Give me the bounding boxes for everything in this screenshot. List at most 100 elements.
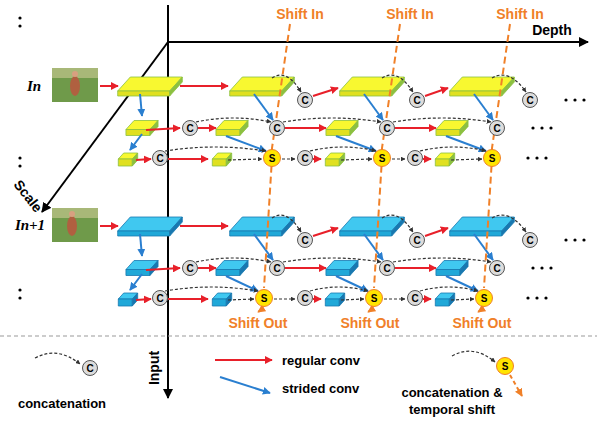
stroke <box>228 299 254 300</box>
stroke <box>446 136 486 151</box>
stroke <box>136 159 151 160</box>
node-text: C <box>411 153 418 164</box>
feature-map <box>350 121 358 136</box>
ellipsis-dot <box>549 126 552 129</box>
shift-node: S <box>483 149 501 167</box>
shift-node: S <box>475 289 493 307</box>
concat-node: C <box>407 150 423 166</box>
feature-map <box>436 130 460 136</box>
stroke <box>420 287 478 291</box>
axis-label: Input <box>146 351 162 385</box>
stroke <box>310 287 368 291</box>
stroke <box>313 158 321 160</box>
node-text: C <box>383 263 390 274</box>
concat-node: C <box>522 232 538 248</box>
concat-node: C <box>297 150 313 166</box>
node-text: C <box>156 293 163 304</box>
node-text: C <box>273 263 280 274</box>
stroke <box>220 377 270 393</box>
axis-label: Shift In <box>496 6 543 22</box>
node-text: C <box>301 95 308 106</box>
concat-node: C <box>409 232 425 248</box>
node-text: C <box>186 263 193 274</box>
stroke <box>198 127 216 129</box>
stroke <box>492 215 526 232</box>
legend-text: regular conv <box>282 353 360 368</box>
stroke <box>452 351 495 362</box>
node-text: S <box>502 361 509 372</box>
stroke <box>180 85 228 87</box>
ellipsis-dot <box>526 296 529 299</box>
node-text: C <box>413 95 420 106</box>
feature-map <box>460 261 468 276</box>
shift-node: S <box>255 289 273 307</box>
node-text: C <box>301 235 308 246</box>
stroke <box>392 158 405 159</box>
feature-map <box>502 77 515 96</box>
ellipsis-dot <box>531 266 534 269</box>
feature-map <box>460 121 468 136</box>
legend-text: concatenation <box>18 396 106 411</box>
concat-node: C <box>182 260 198 276</box>
stroke <box>384 298 405 299</box>
axis-label: Shift Out <box>340 315 399 331</box>
ellipsis-dot <box>531 126 534 129</box>
stroke <box>258 308 264 312</box>
ellipsis-dot <box>564 238 567 241</box>
node-text: S <box>481 293 488 304</box>
concat-node: C <box>182 120 198 136</box>
feature-map <box>212 159 226 166</box>
concat-node: C <box>297 290 313 306</box>
stroke <box>180 225 228 227</box>
stroke <box>282 158 295 159</box>
stroke <box>382 75 413 92</box>
stroke <box>313 298 321 300</box>
stroke <box>283 258 381 262</box>
stroke <box>168 298 208 300</box>
stroke <box>395 127 436 129</box>
stroke <box>140 234 142 256</box>
node-text: C <box>493 263 500 274</box>
feature-map <box>118 231 170 236</box>
ellipsis-dot <box>535 156 538 159</box>
node-text: C <box>86 363 93 374</box>
stroke <box>313 88 338 96</box>
stroke <box>478 308 484 312</box>
feature-map <box>240 261 248 276</box>
stroke <box>100 85 118 87</box>
node-text: S <box>489 153 496 164</box>
stroke <box>283 118 381 122</box>
ellipsis-dot <box>549 266 552 269</box>
feature-map <box>435 299 449 306</box>
ellipsis-dot <box>573 98 576 101</box>
concat-node: C <box>82 360 98 376</box>
stroke <box>336 276 368 291</box>
stroke <box>313 228 338 236</box>
axis-label: Shift In <box>386 6 433 22</box>
node-text: C <box>186 123 193 134</box>
feature-map <box>212 299 226 306</box>
stroke <box>272 215 301 232</box>
axis-label: Shift Out <box>452 315 511 331</box>
stroke <box>196 118 271 122</box>
node-text: C <box>301 293 308 304</box>
stroke <box>420 147 486 151</box>
legend-text: concatenation & temporal shift <box>390 384 514 418</box>
legend-text: strided conv <box>282 381 359 396</box>
feature-map <box>118 159 132 166</box>
stroke <box>285 127 326 129</box>
feature-map <box>216 130 240 136</box>
shift-node: S <box>373 149 391 167</box>
concat-node: C <box>409 92 425 108</box>
stroke <box>423 158 431 160</box>
axis-label: Shift In <box>276 6 323 22</box>
stroke <box>310 147 376 151</box>
concat-node: C <box>489 260 505 276</box>
concat-node: C <box>152 290 168 306</box>
axis-label: In <box>27 78 41 95</box>
node-text: C <box>526 95 533 106</box>
ellipsis-dot <box>582 238 585 241</box>
node-text: S <box>379 153 386 164</box>
stroke <box>254 234 273 260</box>
stroke <box>341 299 364 300</box>
